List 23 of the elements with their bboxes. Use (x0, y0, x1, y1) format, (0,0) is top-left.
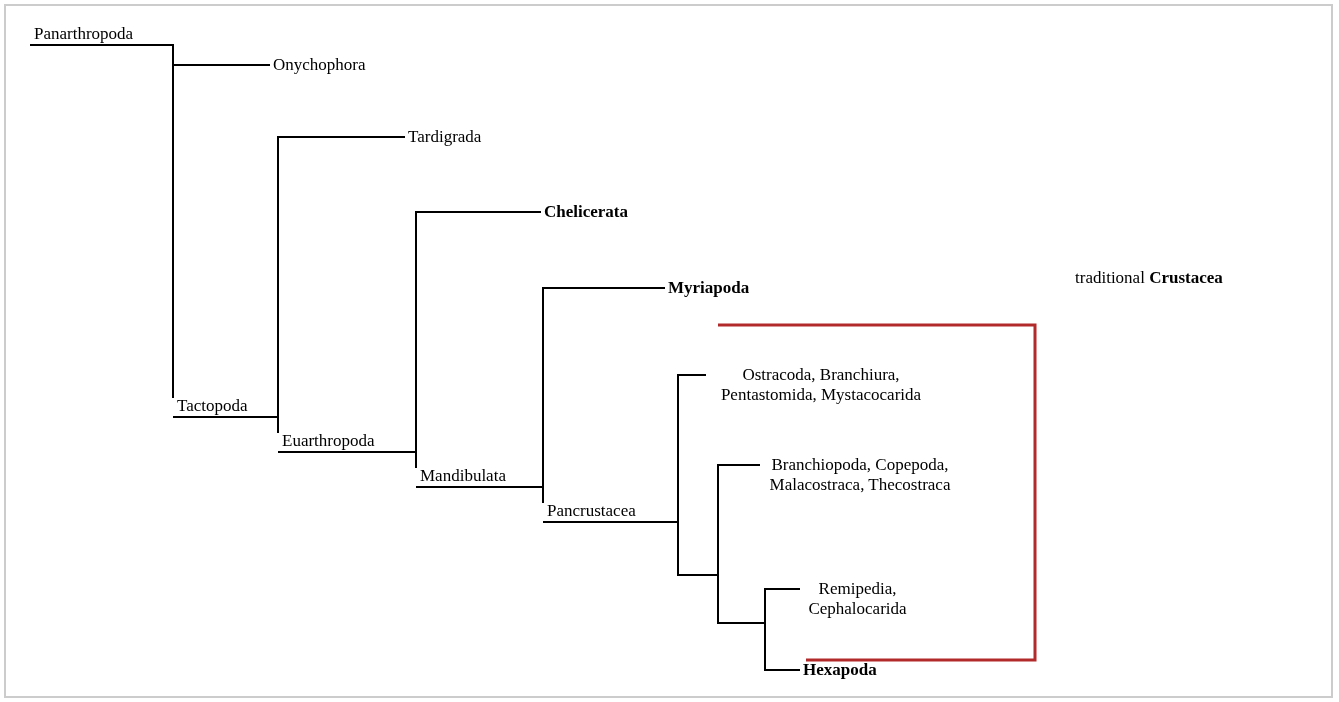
taxon-label: Remipedia, Cephalocarida (800, 579, 915, 621)
taxon-label: Tardigrada (405, 127, 515, 147)
tree-branch (415, 211, 542, 453)
tree-branch (542, 486, 544, 504)
tree-branch (677, 374, 707, 523)
tree-branch (169, 44, 174, 399)
taxon-label: Chelicerata (541, 202, 671, 222)
taxon-label: Hexapoda (800, 660, 920, 680)
tree-branch (542, 287, 666, 488)
taxon-label: Ostracoda, Branchiura, Pentastomida, Mystacocarida (706, 365, 936, 407)
taxon-label: Myriapoda (665, 278, 785, 298)
taxon-label: Branchiopoda, Copepoda, Malacostraca, Thecostraca (760, 455, 960, 497)
clade-label: Pancrustacea (543, 503, 678, 523)
tree-branch (415, 451, 417, 469)
tree-branch (277, 136, 406, 418)
group-label: traditional Crustacea (1075, 268, 1223, 288)
taxon-label: Onychophora (270, 55, 400, 75)
clade-label: Panarthropoda (30, 26, 170, 46)
clade-label: Mandibulata (416, 468, 543, 488)
tree-branch (277, 416, 279, 434)
clade-label: Tactopoda (173, 398, 278, 418)
clade-label: Euarthropoda (278, 433, 416, 453)
tree-branch (677, 521, 801, 671)
